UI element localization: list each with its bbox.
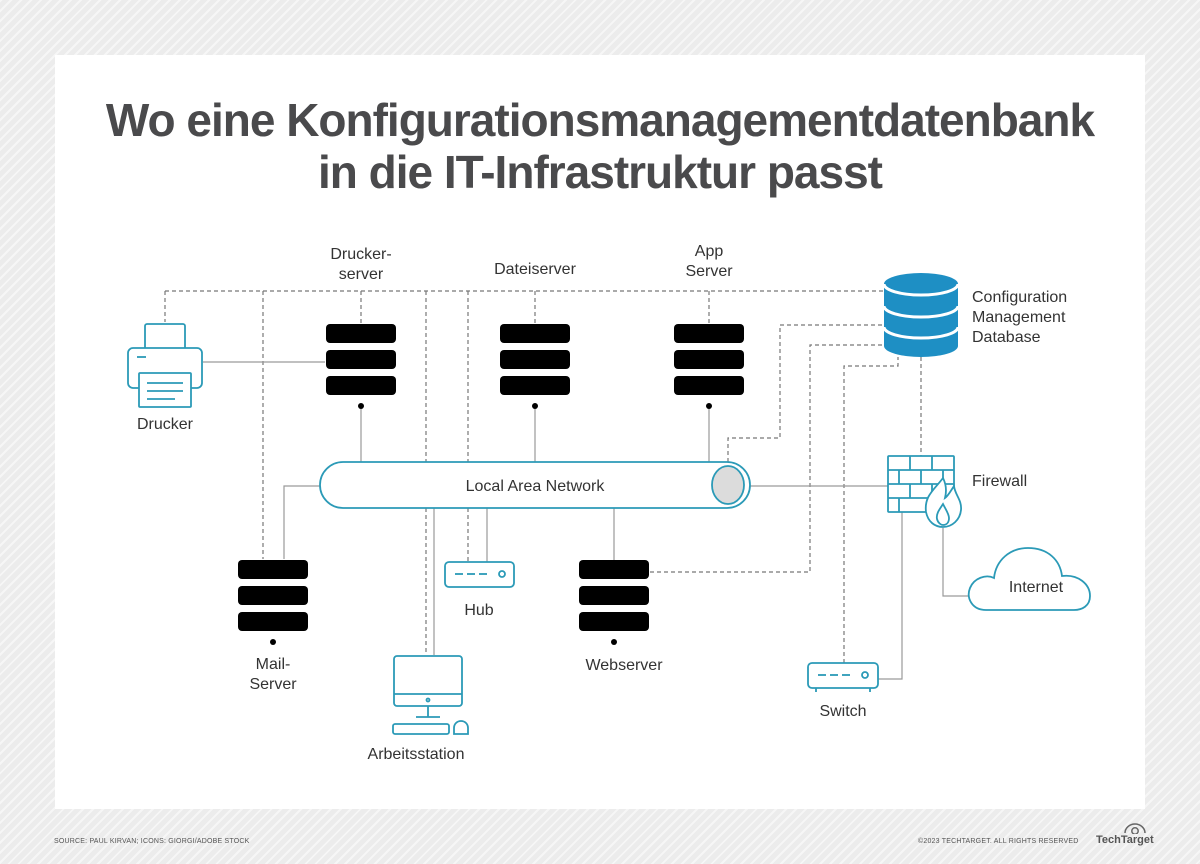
firewall-label: Firewall bbox=[972, 473, 1027, 490]
page-title: Wo eine Konfigurationsmanagementdatenban… bbox=[0, 94, 1200, 198]
cmdb-label-line-3: Database bbox=[972, 329, 1041, 346]
switch-icon bbox=[807, 662, 879, 692]
app-server-label-line-1: App bbox=[695, 243, 724, 260]
drucker-label: Drucker bbox=[137, 416, 194, 433]
server-icon bbox=[674, 324, 744, 409]
title-line-2: in die IT-Infrastruktur passt bbox=[318, 146, 883, 198]
connections-dashed bbox=[164, 290, 922, 663]
firewall-icon bbox=[887, 455, 962, 528]
mail-server-label-line-2: Server bbox=[249, 676, 297, 693]
copyright-notice: ©2023 TECHTARGET. ALL RIGHTS RESERVED bbox=[918, 838, 1079, 845]
druckerserver-label-line-2: server bbox=[339, 266, 384, 283]
printer-icon bbox=[127, 323, 203, 408]
internet-label: Internet bbox=[1009, 579, 1064, 596]
server-icon bbox=[326, 324, 396, 409]
server-icon bbox=[238, 560, 308, 645]
hub-label: Hub bbox=[464, 602, 493, 619]
dateiserver-label: Dateiserver bbox=[494, 261, 576, 278]
arbeitsstation-label: Arbeitsstation bbox=[368, 746, 465, 763]
cmdb-label-line-2: Management bbox=[972, 309, 1066, 326]
druckerserver-label-line-1: Drucker- bbox=[330, 246, 391, 263]
app-server-label-line-2: Server bbox=[685, 263, 733, 280]
connections-solid bbox=[203, 361, 972, 680]
switch-label: Switch bbox=[819, 703, 866, 720]
lan-label: Local Area Network bbox=[466, 478, 606, 495]
techtarget-logo-icon bbox=[1124, 823, 1146, 834]
lan-bus bbox=[319, 461, 751, 509]
hub-icon bbox=[444, 561, 515, 588]
cloud-icon bbox=[967, 547, 1091, 611]
server-icon bbox=[500, 324, 570, 409]
server-icon bbox=[579, 560, 649, 645]
cmdb-label-line-1: Configuration bbox=[972, 289, 1067, 306]
brand-logo: TechTarget bbox=[1096, 834, 1154, 846]
database-icon bbox=[882, 273, 960, 357]
content-card bbox=[55, 55, 1145, 809]
mail-server-label-line-1: Mail- bbox=[256, 656, 291, 673]
title-line-1: Wo eine Konfigurationsmanagementdatenban… bbox=[105, 94, 1095, 146]
webserver-label: Webserver bbox=[585, 657, 663, 674]
source-credit: SOURCE: PAUL KIRVAN; ICONS: GIORGI/ADOBE… bbox=[54, 838, 250, 845]
computer-icon bbox=[392, 655, 469, 735]
